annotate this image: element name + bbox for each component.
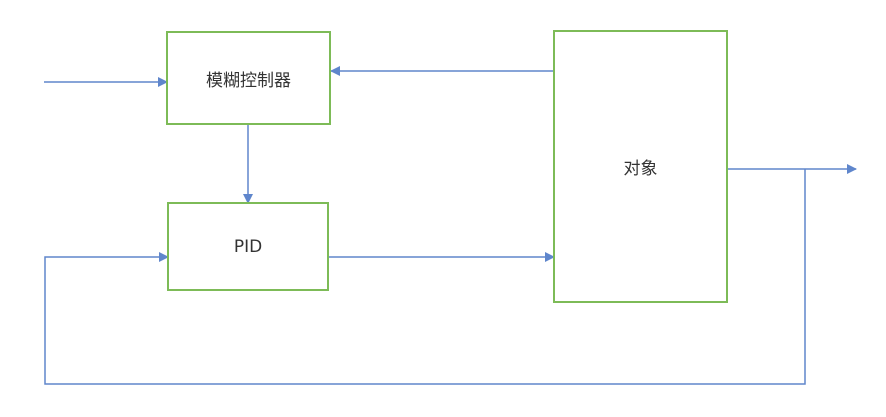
plant-block: 对象 [553,30,728,303]
feedback-loop-arrow [44,169,806,385]
pid-label: PID [233,236,263,257]
plant-label: 对象 [623,159,658,179]
fuzzy-controller-block: 模糊控制器 [166,31,331,125]
fuzzy-controller-label: 模糊控制器 [206,70,291,91]
pid-block: PID [167,202,329,291]
